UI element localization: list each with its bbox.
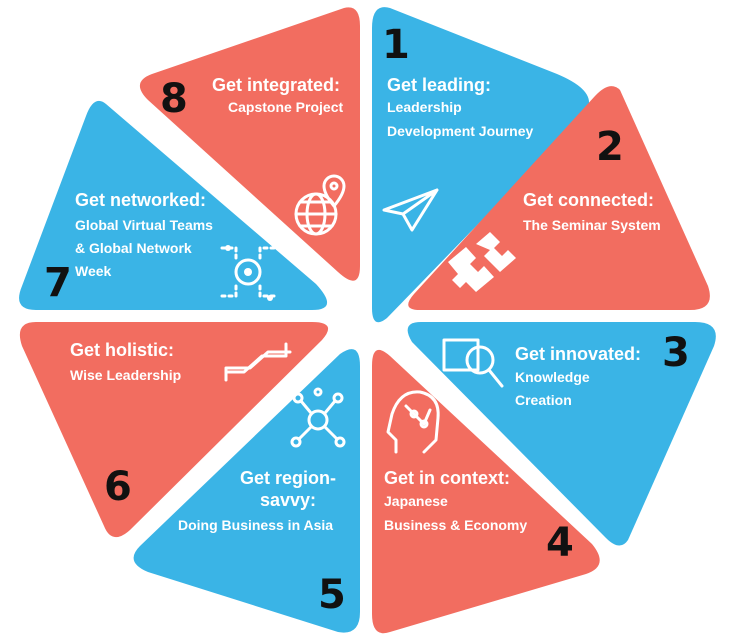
segment-1-sub-line-2: Development Journey xyxy=(387,123,533,139)
segment-6-sub-line-1: Wise Leadership xyxy=(70,367,181,383)
puzzle-icon xyxy=(448,232,516,292)
segment-8: 8 Get integrated: Capstone Project xyxy=(139,7,360,281)
handshake-icon xyxy=(224,342,292,382)
segment-7-title: Get networked: xyxy=(75,190,206,210)
segment-2-number: 2 xyxy=(596,124,624,170)
segment-7-sub-line-1: Global Virtual Teams xyxy=(75,217,213,233)
segment-8-number: 8 xyxy=(160,76,188,122)
network-nodes-icon xyxy=(290,387,346,448)
segment-7-number: 7 xyxy=(44,260,72,306)
segment-6-title: Get holistic: xyxy=(70,340,174,360)
segment-1: 1 Get leading: Leadership Development Jo… xyxy=(372,7,590,323)
segment-7: 7 Get networked: Global Virtual Teams & … xyxy=(19,100,328,310)
segment-3-shape xyxy=(407,322,716,546)
segment-5-number: 5 xyxy=(318,572,346,618)
segment-5-sub-line-1: Doing Business in Asia xyxy=(178,517,333,533)
globe-pin-icon xyxy=(294,174,346,236)
segment-7-sub-line-3: Week xyxy=(75,263,112,279)
segment-4-title: Get in context: xyxy=(384,468,510,488)
segment-3-sub-line-1: Knowledge xyxy=(515,369,590,385)
segment-5-title-line-2: savvy: xyxy=(260,490,316,510)
segment-1-shape xyxy=(372,7,590,323)
segment-6-shape xyxy=(19,322,329,538)
segment-2-shape xyxy=(408,86,710,311)
segment-8-shape xyxy=(139,7,360,281)
segment-5-shape xyxy=(133,349,360,633)
segment-4-sub-line-2: Business & Economy xyxy=(384,517,527,533)
segment-2-title: Get connected: xyxy=(523,190,654,210)
segment-4-number: 4 xyxy=(546,520,574,566)
segment-1-title: Get leading: xyxy=(387,75,491,95)
segment-4-sub-line-1: Japanese xyxy=(384,493,448,509)
segment-6: 6 Get holistic: Wise Leadership xyxy=(19,322,329,538)
segment-7-sub-line-2: & Global Network xyxy=(75,240,192,256)
segment-4-shape xyxy=(372,349,600,634)
segment-7-shape xyxy=(19,100,328,310)
segment-6-number: 6 xyxy=(104,464,132,510)
segment-8-title: Get integrated: xyxy=(212,75,340,95)
paper-plane-icon xyxy=(382,188,439,232)
segment-1-sub-line-1: Leadership xyxy=(387,99,462,115)
segment-2: 2 Get connected: The Seminar System xyxy=(408,86,710,311)
segment-4: 4 Get in context: Japanese Business & Ec… xyxy=(372,349,600,634)
head-circuit-icon xyxy=(386,390,440,454)
segment-2-sub-line-1: The Seminar System xyxy=(523,217,661,233)
segment-5: 5 Get region- savvy: Doing Business in A… xyxy=(133,349,360,633)
segment-3-title: Get innovated: xyxy=(515,344,641,364)
circuit-target-icon xyxy=(220,245,276,301)
segment-1-number: 1 xyxy=(382,22,410,68)
segment-3-number: 3 xyxy=(662,330,690,376)
segment-8-sub-line-1: Capstone Project xyxy=(228,99,343,115)
segment-5-title-line-1: Get region- xyxy=(240,468,336,488)
magnifier-icon xyxy=(442,338,504,388)
segment-3: 3 Get innovated: Knowledge Creation xyxy=(407,322,716,546)
segment-3-sub-line-2: Creation xyxy=(515,392,572,408)
